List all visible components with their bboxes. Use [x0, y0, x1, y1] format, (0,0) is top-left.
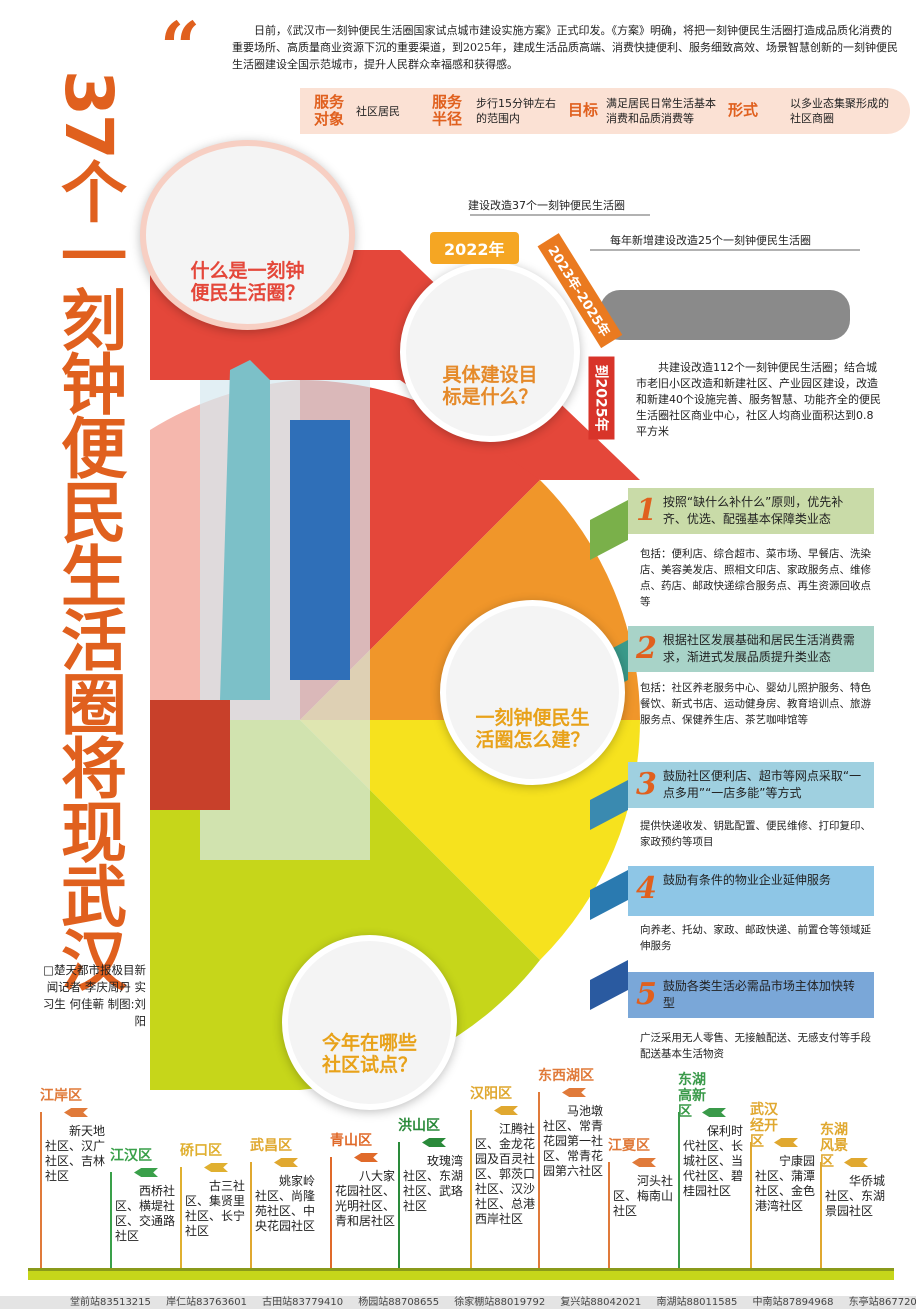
question-circle-what: 什么是一刻钟便民生活圈？ [140, 140, 355, 330]
district-communities: 华侨城社区、东湖景园社区 [825, 1174, 886, 1218]
flag-icon [562, 1088, 586, 1097]
measure-text: 按照“缺什么补什么”原则，优先补齐、优选、配强基本保障类业态 [662, 495, 844, 526]
measure-detail: 向养老、托幼、家政、邮政快递、前置仓等领域延伸服务 [640, 924, 871, 952]
district-communities: 河头社区、梅南山社区 [613, 1174, 674, 1218]
district-communities: 古三社区、集贤里社区、长宁社区 [185, 1179, 246, 1238]
band-key: 服务对象 [314, 93, 345, 128]
district-pole [470, 1110, 472, 1268]
question-circle-how: 一刻钟便民生活圈怎么建？ [440, 600, 625, 785]
timeline-axis-line [28, 1268, 894, 1271]
flag-icon [134, 1168, 158, 1177]
district-communities: 玫瑰湾社区、东湖社区、武珞社区 [403, 1154, 464, 1213]
band-key: 服务半径 [432, 93, 463, 128]
timeline-text: 每年新增建设改造25个一刻钟便民生活圈 [610, 234, 811, 247]
district-name: 武汉经开区 [750, 1102, 778, 1150]
year-badge-2025: 到2025年 [588, 356, 615, 440]
timeline-axis [28, 1268, 894, 1280]
district-name: 硚口区 [180, 1143, 222, 1159]
district-name: 青山区 [330, 1133, 372, 1149]
measure-detail: 包括：便利店、综合超市、菜市场、早餐店、洗染店、美容美发店、照相文印店、家政服务… [640, 548, 871, 608]
band-value: 步行15分钟左右的范围内 [476, 97, 556, 125]
flag-icon [274, 1158, 298, 1167]
measure-text: 鼓励社区便利店、超市等网点采取“一点多用”“一店多能”等方式 [662, 769, 862, 800]
question-text: 今年在哪些社区试点？ [321, 1032, 417, 1076]
district-communities: 江腾社区、金龙花园及百灵社区、郭茨口社区、汉沙社区、总港西岸社区 [475, 1122, 536, 1226]
district-pole [250, 1162, 252, 1268]
question-text: 什么是一刻钟便民生活圈？ [190, 260, 305, 304]
district-pole [180, 1167, 182, 1268]
measure-detail: 广泛采用无人零售、无接触配送、无感支付等手段配送基本生活物资 [640, 1032, 871, 1060]
district-name: 洪山区 [398, 1118, 440, 1134]
district-name: 东湖高新区 [678, 1072, 706, 1120]
district-pole [538, 1092, 540, 1268]
measure-number: 2 [636, 631, 657, 666]
district-pole [750, 1142, 752, 1268]
year-badge-2022: 2022年 [430, 232, 519, 264]
district-communities: 马池墩社区、常青花园第一社区、常青花园第六社区 [543, 1104, 604, 1178]
district-communities: 新天地社区、汉广社区、吉林社区 [45, 1124, 106, 1183]
measure-number: 3 [636, 767, 657, 802]
measure-detail: 提供快递收发、钥匙配置、便民维修、打印复印、家政预约等项目 [640, 820, 871, 848]
flag-icon [702, 1108, 726, 1117]
question-circle-goals: 具体建设目标是什么？ [400, 262, 580, 442]
district-name: 江夏区 [608, 1138, 650, 1154]
timeline-text: 建设改造37个一刻钟便民生活圈 [468, 199, 625, 212]
measure-text: 根据社区发展基础和居民生活消费需求，渐进式发展品质提升类业态 [662, 633, 855, 664]
flag-icon [422, 1138, 446, 1147]
band-value: 以多业态集聚形成的社区商圈 [790, 97, 889, 125]
main-title: 37个一刻钟便民生活圈将现武汉 [50, 70, 127, 990]
intro-paragraph: 日前，《武汉市一刻钟便民生活圈国家试点城市建设实施方案》正式印发。《方案》明确，… [232, 24, 898, 71]
district-pole [110, 1172, 112, 1268]
band-value: 社区居民 [356, 105, 400, 118]
district-pole [398, 1142, 400, 1268]
measure-number: 4 [636, 871, 657, 906]
bottom-strip: 堂前站83513215 岸仁站83763601 古田站83779410 杨园站8… [0, 1296, 916, 1309]
district-communities: 八大家花园社区、光明社区、青和居社区 [335, 1169, 396, 1228]
measure-card-4: 4 鼓励有条件的物业企业延伸服务 [628, 866, 874, 916]
flag-icon [64, 1108, 88, 1117]
definition-band: 服务对象 社区居民 服务半径 步行15分钟左右的范围内 目标 满足居民日常生活基… [300, 88, 910, 134]
district-pole [40, 1112, 42, 1268]
district-name: 江岸区 [40, 1088, 82, 1104]
district-communities: 保利时代社区、长城社区、当代社区、碧桂园社区 [683, 1124, 744, 1198]
district-pole [330, 1157, 332, 1268]
question-text: 一刻钟便民生活圈怎么建？ [475, 707, 590, 751]
district-pole [608, 1162, 610, 1268]
district-name: 汉阳区 [470, 1086, 512, 1102]
flag-icon [204, 1163, 228, 1172]
district-communities: 西桥社区、横堤社区、交通路社区 [115, 1184, 176, 1243]
measure-text: 鼓励各类生活必需品市场主体加快转型 [662, 979, 855, 1010]
question-text: 具体建设目标是什么？ [442, 364, 538, 408]
measure-number: 5 [636, 977, 657, 1012]
flag-icon [844, 1158, 868, 1167]
measure-text: 鼓励有条件的物业企业延伸服务 [662, 873, 831, 887]
credit-text: □楚天都市报极目新闻记者 李庆周丹 实习生 何佳蕲 制图:刘阳 [42, 963, 146, 1028]
district-communities: 宁康园社区、蒲潭社区、金色港湾社区 [755, 1154, 816, 1213]
timeline-text: 共建设改造112个一刻钟便民生活圈；结合城市老旧小区改造和新建社区、产业园区建设… [636, 361, 881, 438]
band-key: 形式 [728, 101, 759, 119]
question-circle-where: 今年在哪些社区试点？ [282, 935, 457, 1110]
district-name: 江汉区 [110, 1148, 152, 1164]
flag-icon [354, 1153, 378, 1162]
district-pole [678, 1112, 680, 1268]
district-name: 东湖风景区 [820, 1122, 848, 1170]
district-pole [820, 1162, 822, 1268]
measure-detail: 包括：社区养老服务中心、婴幼儿照护服务、特色餐饮、新式书店、运动健身房、教育培训… [640, 682, 871, 726]
band-value: 满足居民日常生活基本消费和品质消费等 [606, 97, 716, 125]
flag-icon [774, 1138, 798, 1147]
flag-icon [494, 1106, 518, 1115]
quote-mark-icon: “ [160, 6, 201, 89]
district-name: 东西湖区 [538, 1068, 594, 1084]
flag-icon [632, 1158, 656, 1167]
measure-number: 1 [636, 493, 657, 528]
district-name: 武昌区 [250, 1138, 292, 1154]
band-key: 目标 [568, 101, 599, 119]
district-communities: 姚家岭社区、尚隆苑社区、中央花园社区 [255, 1174, 316, 1233]
